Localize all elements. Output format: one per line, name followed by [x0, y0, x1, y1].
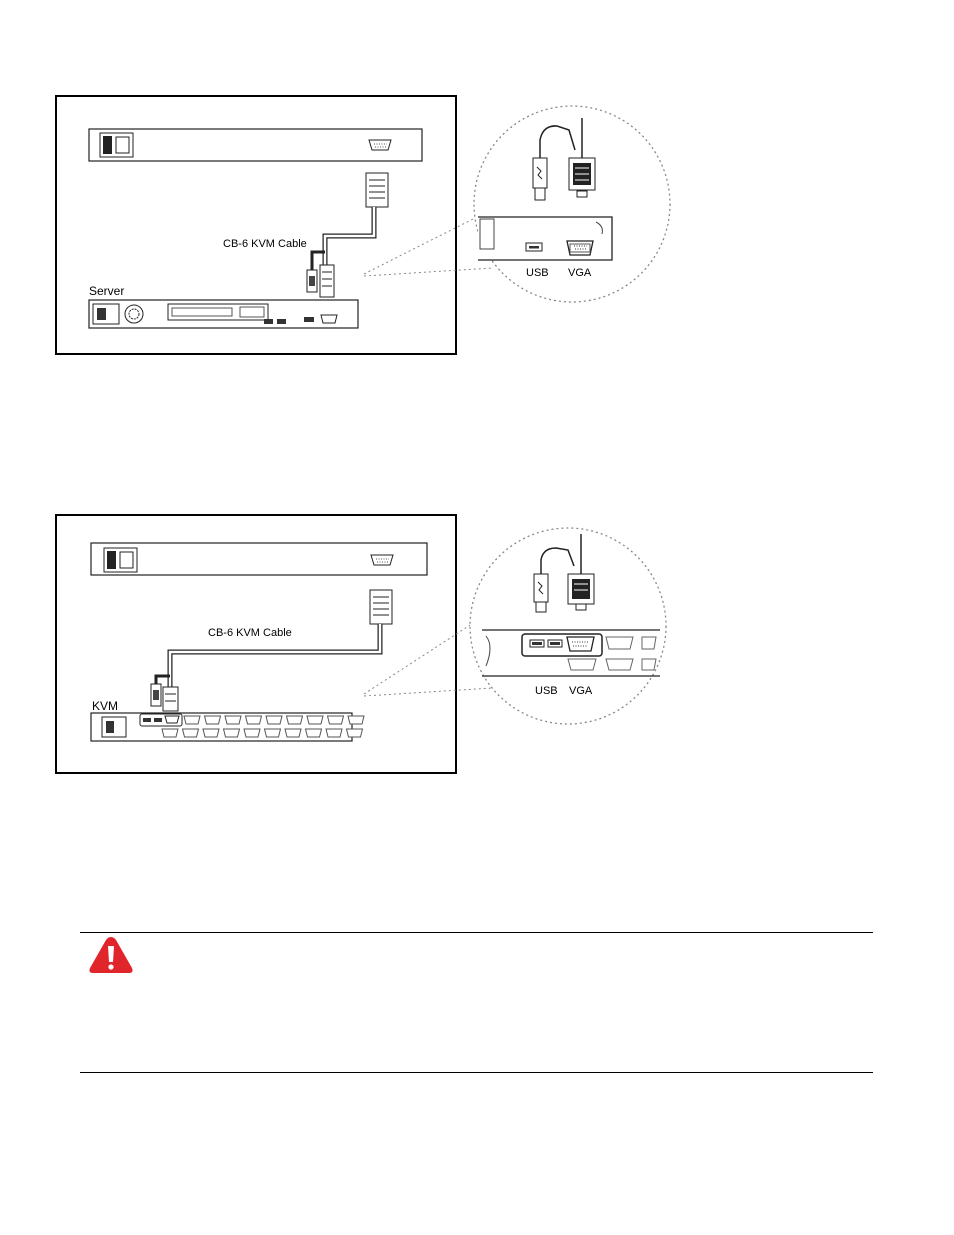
kvm-vga-port: [348, 716, 364, 724]
kvm-vga-port: [307, 716, 323, 724]
vga-label: VGA: [569, 685, 593, 697]
server-connection-diagram: CB-6 KVM Cable Server: [0, 0, 954, 420]
kvm-vga-port: [306, 729, 322, 737]
kvm-connection-diagram: CB-6 KVM Cable KVM: [0, 420, 954, 820]
kvm-vga-port: [184, 716, 200, 724]
vga-port: [567, 637, 594, 651]
kvm-unit: [91, 713, 364, 741]
kvm-vga-port: [224, 729, 240, 737]
warning-bottom-rule: [80, 1072, 873, 1073]
cable-label: CB-6 KVM Cable: [208, 627, 292, 639]
device-label: KVM: [92, 699, 118, 713]
kvm-vga-port: [205, 716, 221, 724]
server-unit: [89, 300, 358, 328]
kvm-vga-port: [246, 716, 262, 724]
kvm-vga-port: [203, 729, 219, 737]
kvm-vga-port: [244, 729, 260, 737]
kvm-vga-port: [328, 716, 344, 724]
kvm-vga-port: [266, 716, 282, 724]
kvm-vga-port: [183, 729, 199, 737]
device-label: Server: [89, 284, 124, 298]
vga-label: VGA: [568, 267, 592, 279]
kvm-vga-port: [225, 716, 241, 724]
kvm-vga-port: [287, 716, 303, 724]
monitor-unit: [89, 129, 422, 161]
kvm-vga-port: [265, 729, 281, 737]
zoom-detail: [470, 528, 666, 724]
kvm-vga-port: [347, 729, 363, 737]
warning-icon: [88, 935, 134, 975]
cable-label: CB-6 KVM Cable: [223, 238, 307, 250]
warning-top-rule: [80, 932, 873, 933]
kvm-vga-port: [285, 729, 301, 737]
usb-label: USB: [526, 267, 549, 279]
usb-label: USB: [535, 685, 558, 697]
kvm-vga-port: [326, 729, 342, 737]
monitor-unit: [91, 543, 427, 575]
kvm-vga-port: [162, 729, 178, 737]
